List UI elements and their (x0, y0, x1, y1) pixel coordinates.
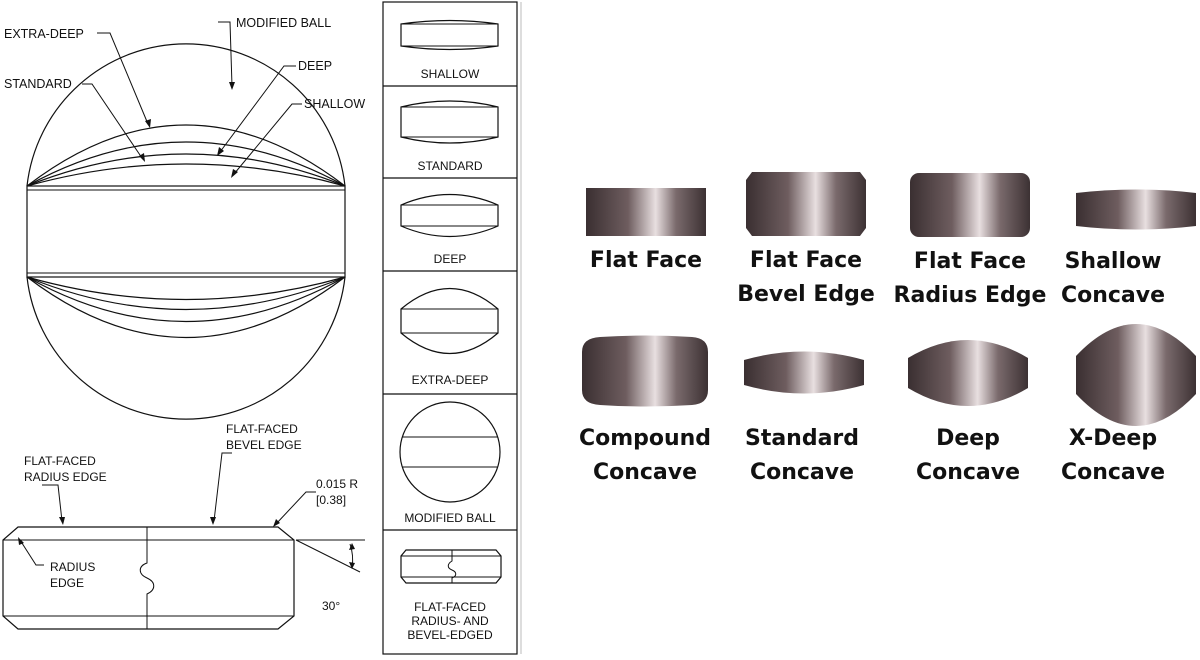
tablet-shallow-concave (1076, 189, 1196, 230)
caption-compound-concave: Compound Concave (560, 422, 730, 490)
tablet-renders (582, 172, 1196, 426)
cup-extra-deep: EXTRA-DEEP (400, 288, 499, 387)
caption-flat-face-radius-line-2: Radius Edge (893, 283, 1047, 308)
caption-standard-concave: Standard Concave (717, 422, 887, 490)
cup-shallow: SHALLOW (400, 19, 499, 81)
cup-shallow-label: SHALLOW (421, 67, 480, 81)
flat-faced-bevel-label-2: BEVEL EDGE (226, 438, 302, 452)
tablet-x-deep-concave (1076, 324, 1196, 426)
standard-arc-top (26, 153, 346, 187)
tablet-band (26, 185, 346, 278)
cup-flat-faced-label-1: FLAT-FACED (414, 600, 486, 614)
modified-ball-arc-top (26, 43, 346, 187)
cup-flat-faced-label-2: RADIUS- AND (411, 614, 489, 628)
caption-deep-concave: Deep Concave (883, 422, 1053, 490)
shallow-label: SHALLOW (304, 97, 365, 111)
cup-modified-ball: MODIFIED BALL (399, 401, 501, 525)
tablet-flat-face (586, 188, 706, 236)
caption-flat-face: Flat Face (561, 244, 731, 278)
extra-deep-arc-bottom (26, 276, 346, 339)
cup-extra-deep-label: EXTRA-DEEP (412, 373, 489, 387)
shallow-arc-top (26, 163, 346, 187)
caption-x-deep-concave: X-Deep Concave (1028, 422, 1198, 490)
deep-arc-bottom (26, 276, 346, 322)
extra-deep-arc-top (26, 124, 346, 187)
standard-arc-bottom (26, 276, 346, 311)
deep-arc-top (26, 141, 346, 187)
radius-value-label: 0.015 R (316, 477, 358, 491)
caption-flat-face-bevel-line-1: Flat Face (749, 248, 863, 273)
cup-depth-profile-drawing: MODIFIED BALL EXTRA-DEEP STANDARD DEEP S… (4, 16, 365, 420)
standard-label: STANDARD (4, 77, 72, 91)
tablet-side-outline (2, 526, 295, 630)
modified-ball-arc-bottom (26, 276, 346, 420)
caption-standard-concave-line-2: Concave (749, 460, 855, 485)
cup-standard-label: STANDARD (417, 159, 482, 173)
caption-x-deep-concave-line-2: Concave (1060, 460, 1166, 485)
edge-detail-drawing: FLAT-FACED RADIUS EDGE FLAT-FACED BEVEL … (2, 422, 365, 630)
radius-metric-label: [0.38] (316, 493, 346, 507)
tablet-standard-concave (744, 351, 864, 394)
caption-x-deep-concave-line-1: X-Deep (1068, 426, 1158, 451)
tablet-flat-face-radius (910, 173, 1030, 237)
tablet-flat-face-bevel (746, 172, 866, 236)
cup-deep-label: DEEP (434, 252, 467, 266)
extra-deep-label: EXTRA-DEEP (4, 27, 84, 41)
caption-deep-concave-line-2: Concave (915, 460, 1021, 485)
caption-flat-face-line-1: Flat Face (589, 248, 703, 273)
tablet-compound-concave (582, 335, 708, 407)
caption-shallow-concave-line-2: Concave (1060, 283, 1166, 308)
caption-shallow-concave-line-1: Shallow (1064, 249, 1162, 274)
cup-deep: DEEP (400, 193, 499, 266)
flat-faced-radius-label-2: RADIUS EDGE (24, 470, 107, 484)
shallow-arc-bottom (26, 276, 346, 301)
angle-label: 30° (322, 599, 340, 613)
cup-flat-faced-label-3: BEVEL-EDGED (407, 628, 493, 642)
caption-standard-concave-line-1: Standard (744, 426, 860, 451)
caption-flat-face-bevel-edge: Flat Face Bevel Edge (721, 244, 891, 312)
modified-ball-label: MODIFIED BALL (236, 16, 331, 30)
caption-compound-concave-line-1: Compound (578, 426, 712, 451)
cup-modified-ball-label: MODIFIED BALL (404, 511, 496, 525)
deep-label: DEEP (298, 59, 332, 73)
cup-flat-faced: FLAT-FACED RADIUS- AND BEVEL-EDGED (400, 549, 502, 642)
caption-flat-face-radius-edge: Flat Face Radius Edge (885, 245, 1055, 313)
radius-edge-label-2: EDGE (50, 576, 84, 590)
caption-shallow-concave: Shallow Concave (1028, 245, 1198, 313)
cup-profile-column: SHALLOW STANDARD DEEP EXTRA-DEEP (382, 1, 522, 655)
flat-faced-radius-label-1: FLAT-FACED (24, 454, 96, 468)
cup-standard: STANDARD (400, 100, 499, 173)
caption-flat-face-bevel-line-2: Bevel Edge (737, 282, 875, 307)
caption-deep-concave-line-1: Deep (936, 426, 1000, 451)
flat-faced-bevel-label-1: FLAT-FACED (226, 422, 298, 436)
tablet-deep-concave (908, 340, 1028, 406)
caption-compound-concave-line-2: Concave (592, 460, 698, 485)
radius-edge-label-1: RADIUS (50, 560, 95, 574)
caption-flat-face-radius-line-1: Flat Face (913, 249, 1027, 274)
